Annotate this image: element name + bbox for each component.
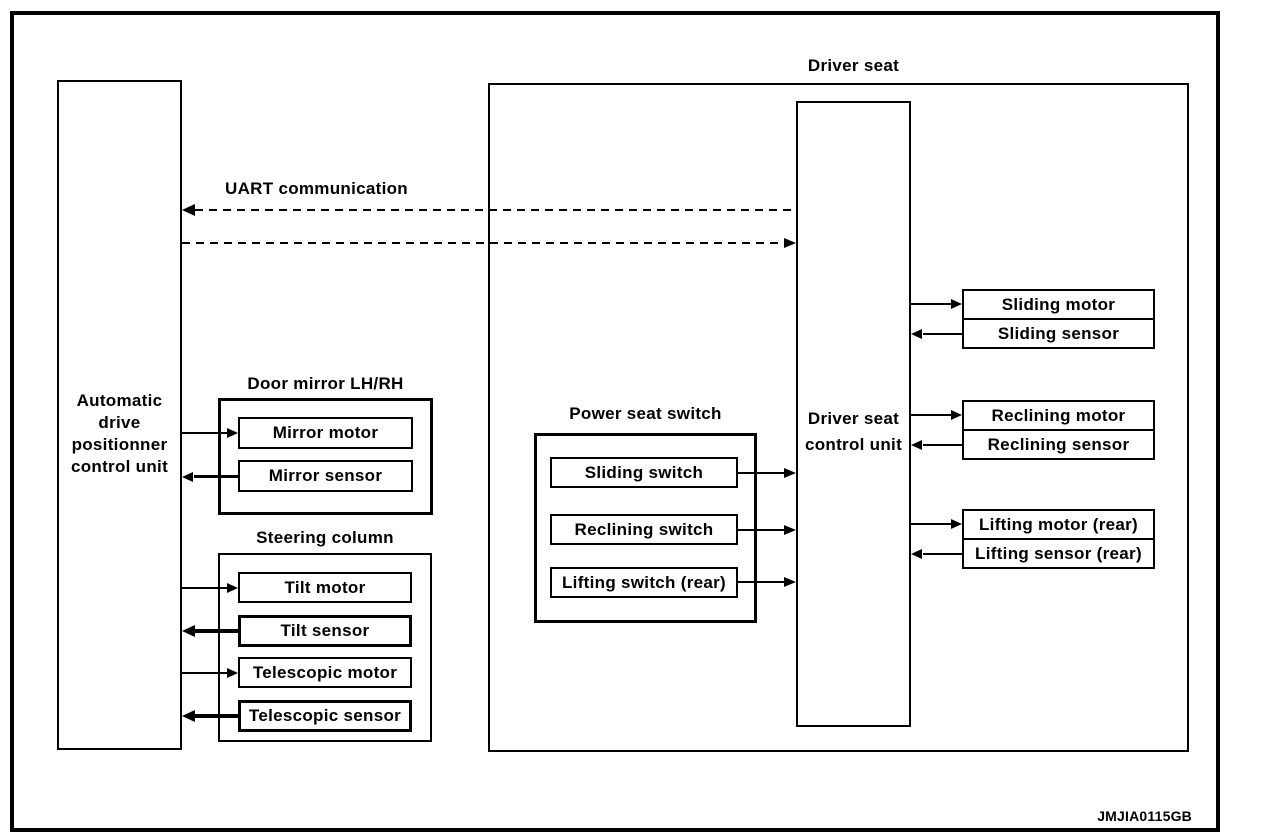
telescopic-motor-box: Telescopic motor — [238, 657, 412, 688]
arrow-to-mirror-motor — [182, 432, 228, 434]
steering-column-label: Steering column — [256, 528, 394, 547]
reclining-motor-sensor-pair: Reclining motor Reclining sensor — [962, 400, 1155, 460]
arrow-from-telescopic-sensor — [195, 714, 238, 718]
power-seat-switch-label: Power seat switch — [569, 404, 722, 423]
mirror-sensor-box: Mirror sensor — [238, 460, 413, 492]
tilt-motor-box: Tilt motor — [238, 572, 412, 603]
lifting-motor-arrowhead-icon — [951, 519, 962, 529]
sliding-switch-arrowhead-icon — [784, 468, 796, 478]
uart-arrowhead-left-icon — [182, 204, 195, 216]
reclining-sensor-arrowhead-icon — [911, 440, 922, 450]
arrow-to-reclining-motor — [911, 414, 951, 416]
arrow-from-reclining-sensor — [923, 444, 962, 446]
arrow-from-reclining-switch — [738, 529, 784, 531]
driver-seat-label: Driver seat — [807, 56, 900, 75]
sliding-motor-box: Sliding motor — [964, 291, 1153, 320]
telescopic-sensor-box: Telescopic sensor — [238, 700, 412, 732]
tilt-sensor-arrowhead-icon — [182, 625, 195, 637]
lifting-motor-box: Lifting motor (rear) — [964, 511, 1153, 540]
door-mirror-group-box — [218, 398, 433, 515]
mirror-motor-box: Mirror motor — [238, 417, 413, 449]
lifting-sensor-box: Lifting sensor (rear) — [975, 543, 1142, 563]
reclining-sensor-box: Reclining sensor — [987, 434, 1130, 454]
sliding-motor-arrowhead-icon — [951, 299, 962, 309]
reclining-motor-box: Reclining motor — [964, 402, 1153, 431]
arrow-to-tilt-motor — [182, 587, 228, 589]
automatic-drive-positionner-control-unit-label: Automatic drive positionner control unit — [70, 391, 169, 476]
uart-communication-label: UART communication — [225, 179, 408, 198]
arrow-from-lifting-switch — [738, 581, 784, 583]
mirror-motor-arrowhead-icon — [227, 428, 238, 438]
sliding-sensor-box: Sliding sensor — [997, 323, 1120, 343]
reclining-switch-arrowhead-icon — [784, 525, 796, 535]
tilt-sensor-box: Tilt sensor — [238, 615, 412, 647]
telescopic-motor-arrowhead-icon — [227, 668, 238, 678]
driver-seat-control-unit-label: Driver seat control unit — [804, 409, 903, 454]
sliding-sensor-arrowhead-icon — [911, 329, 922, 339]
reclining-motor-arrowhead-icon — [951, 410, 962, 420]
automatic-drive-positionner-control-unit-box: Automatic drive positionner control unit — [57, 80, 182, 750]
arrow-from-tilt-sensor — [195, 629, 238, 633]
telescopic-sensor-arrowhead-icon — [182, 710, 195, 722]
arrow-to-telescopic-motor — [182, 672, 228, 674]
lifting-motor-sensor-pair: Lifting motor (rear) Lifting sensor (rea… — [962, 509, 1155, 569]
lifting-switch-arrowhead-icon — [784, 577, 796, 587]
driver-seat-control-unit-box: Driver seat control unit — [796, 101, 911, 727]
door-mirror-label: Door mirror LH/RH — [247, 374, 404, 393]
arrow-from-mirror-sensor — [194, 475, 238, 478]
figure-id: JMJIA0115GB — [1097, 808, 1192, 824]
reclining-switch-box: Reclining switch — [550, 514, 738, 545]
arrow-from-lifting-sensor — [923, 553, 962, 555]
arrow-to-sliding-motor — [911, 303, 951, 305]
tilt-motor-arrowhead-icon — [227, 583, 238, 593]
lifting-sensor-arrowhead-icon — [911, 549, 922, 559]
uart-line-to-adp-unit — [195, 209, 796, 211]
uart-line-to-seat-unit — [182, 242, 784, 244]
arrow-from-sliding-sensor — [923, 333, 962, 335]
mirror-sensor-arrowhead-icon — [182, 472, 193, 482]
arrow-from-sliding-switch — [738, 472, 784, 474]
sliding-motor-sensor-pair: Sliding motor Sliding sensor — [962, 289, 1155, 349]
uart-arrowhead-right-icon — [784, 238, 796, 248]
sliding-switch-box: Sliding switch — [550, 457, 738, 488]
lifting-switch-box: Lifting switch (rear) — [550, 567, 738, 598]
arrow-to-lifting-motor — [911, 523, 951, 525]
